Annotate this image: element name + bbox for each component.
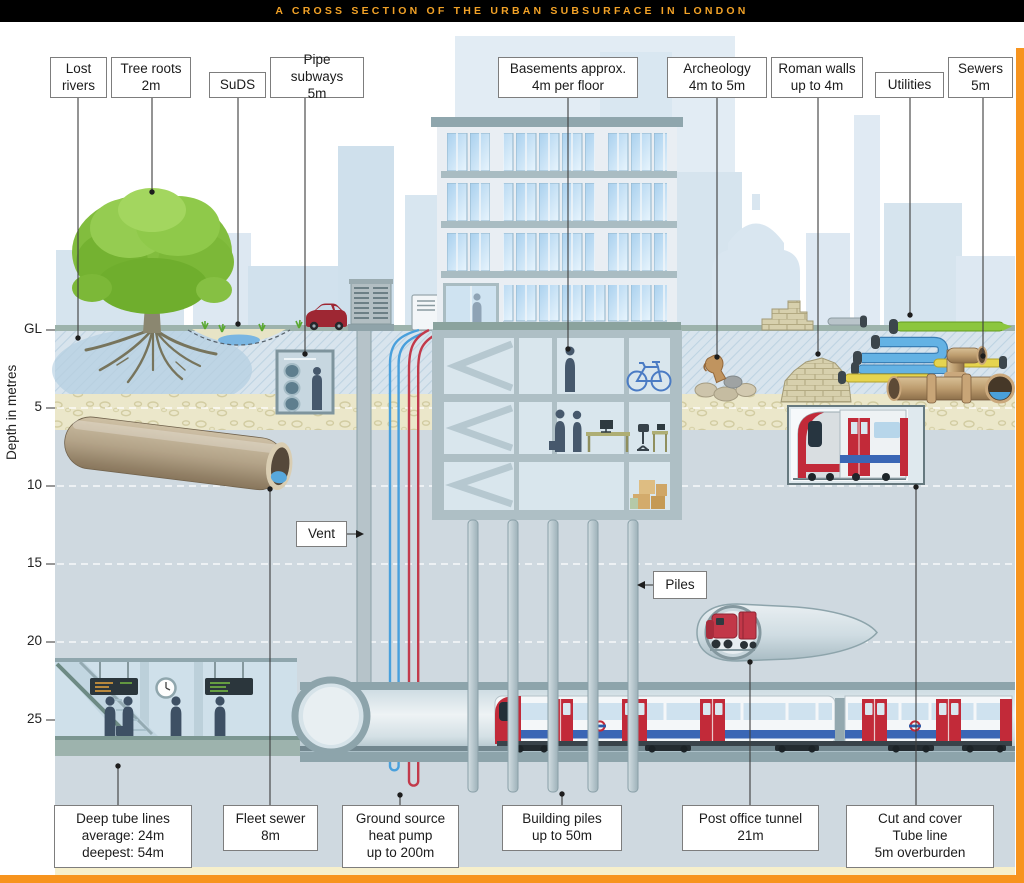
label-building-piles: Building piles up to 50m [502,805,622,851]
leader-dots [75,189,986,798]
axis-tick-10m: 10 [26,477,42,492]
fleet-sewer-tube [64,416,293,491]
cut-and-cover [787,405,925,485]
vent-arrowhead [356,530,364,538]
label-vent: Vent [296,521,347,547]
heat-pump-pipes [388,328,438,787]
title-banner: A CROSS SECTION OF THE URBAN SUBSURFACE … [0,0,1024,22]
passengers [104,696,226,737]
label-basements: Basements approx. 4m per floor [498,57,638,98]
label-archeology: Archeology 4m to 5m [667,57,767,98]
label-cut-and-cover: Cut and cover Tube line 5m overburden [846,805,994,868]
archeology-remains [694,354,757,402]
vent-shaft [348,279,394,691]
tree-crown [72,188,234,314]
basement-stairs [445,340,514,508]
basement [432,330,682,520]
platform [55,736,320,756]
station-clock [155,677,177,699]
label-tree-roots: Tree roots 2m [111,57,191,98]
office-building [431,117,683,331]
label-lost-rivers: Lost rivers [50,57,107,98]
tube-station [55,658,320,756]
bottom-cream-strip [55,867,1015,875]
bicycle [626,361,672,392]
roman-wall-surface [761,300,814,331]
car [306,303,347,331]
axis-tick-20m: 20 [26,633,42,648]
leader-lines [77,98,984,805]
mail-train [706,611,757,651]
cut-cover-train [797,409,908,481]
st-pauls-dome [712,223,800,330]
office-chair [637,424,649,451]
label-suds: SuDS [209,72,266,98]
departure-board [205,678,253,695]
label-sewers: Sewers 5m [948,57,1013,98]
roman-wall-buried [780,357,852,403]
label-fleet-sewer: Fleet sewer 8m [223,805,318,851]
piles-arrowhead [637,581,645,589]
tree [72,188,234,384]
underground-train [494,695,1013,753]
building-pile-shafts [467,519,639,793]
roman-wall-ruins [761,300,852,403]
label-utilities: Utilities [875,72,944,98]
axis-tick-15m: 15 [26,555,42,570]
label-heat-pump: Ground source heat pump up to 200m [342,805,459,868]
right-accent-strip [1016,48,1024,883]
axis-tick-25m: 25 [26,711,42,726]
axis-tick-gl: GL [23,321,42,336]
label-post-office-tunnel: Post office tunnel 21m [682,805,819,851]
label-piles: Piles [653,571,707,599]
axis-tick-marks [46,329,55,721]
heat-pump-unit [411,294,441,331]
suds-basin [187,319,303,346]
axis-tick-5m: 5 [34,399,42,414]
departure-board [90,678,138,695]
page-title: A CROSS SECTION OF THE URBAN SUBSURFACE … [275,5,749,17]
grass-tufts [201,319,303,333]
roundel [909,720,921,732]
label-pipe-subways: Pipe subways 5m [270,52,364,101]
post-office-tunnel [696,603,878,662]
bottom-accent-strip [0,875,1024,883]
label-roman-walls: Roman walls up to 4m [771,57,863,98]
pipe-subway-chamber [275,349,335,415]
label-deep-tube-lines: Deep tube lines average: 24m deepest: 54… [54,805,192,868]
storage-boxes [630,480,667,509]
